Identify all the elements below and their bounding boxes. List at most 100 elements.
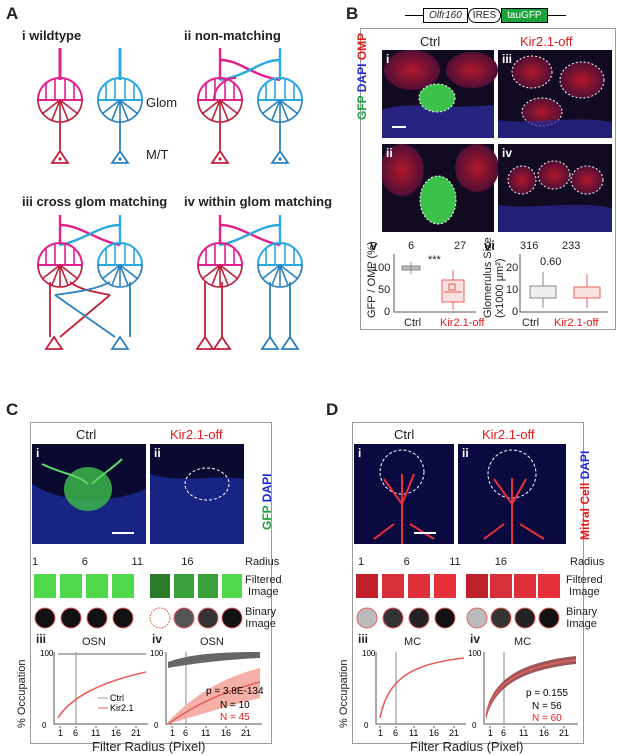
c-iii-title: OSN: [82, 636, 106, 648]
svg-text:1: 1: [378, 728, 383, 738]
b-vi-ytick-20: 20: [506, 262, 519, 274]
c-ylabel: % Occupation: [16, 659, 28, 728]
c-xlabel: Filter Radius (Pixel): [92, 739, 206, 754]
d-iv-n2: N = 60: [532, 713, 562, 724]
svg-text:21: 21: [559, 728, 569, 738]
svg-text:16: 16: [111, 728, 121, 738]
c-binary-label: Binary Image: [245, 606, 276, 630]
panel-c-stain-label: GFP DAPI: [260, 474, 274, 530]
c-radius-label: Radius: [245, 556, 280, 568]
panel-a-sub-ii: ii non-matching: [184, 28, 281, 43]
b-vi-ylabel: Glomerulus Size: [482, 237, 494, 318]
c-iii-label: iii: [36, 632, 47, 646]
panel-b-micrographs: [382, 50, 612, 232]
svg-text:21: 21: [131, 728, 141, 738]
c-radius-6: 6: [81, 556, 88, 568]
b-vi-ytick-0: 0: [512, 306, 519, 318]
c-binary-2: Image: [245, 618, 276, 630]
c-iv-title: OSN: [200, 636, 224, 648]
svg-text:1: 1: [58, 728, 63, 738]
svg-text:100: 100: [362, 649, 376, 658]
panel-d-micrographs: [354, 444, 566, 544]
panel-c-micrographs: [32, 444, 244, 544]
svg-text:11: 11: [519, 728, 528, 738]
d-iv-label: iv: [470, 632, 481, 646]
b-vi-label: vi: [484, 238, 495, 253]
svg-text:0: 0: [364, 721, 369, 730]
d-radius-11: 11: [449, 556, 461, 568]
b-vi-count-ctrl: 316: [520, 240, 539, 252]
d-mc-label: Mitral Cell: [578, 482, 592, 540]
b-vi-ylabel2: (x1000 μm²): [494, 258, 506, 318]
c-iii-legend-kir: Kir2.1: [110, 703, 134, 713]
img-label-d-i: i: [358, 446, 362, 460]
c-radius-1: 1: [32, 556, 39, 568]
c-dapi-label: DAPI: [260, 473, 274, 503]
panel-d-col-kir: Kir2.1-off: [482, 427, 535, 442]
svg-text:6: 6: [393, 728, 398, 738]
svg-text:16: 16: [429, 728, 439, 738]
d-dapi-label: DAPI: [578, 450, 592, 480]
b-v-x-ctrl: Ctrl: [404, 317, 422, 329]
d-iv-n1: N = 56: [532, 701, 562, 712]
img-label-b-ii: ii: [386, 146, 393, 160]
panel-c-label: C: [6, 400, 19, 419]
panel-d-stain-label: Mitral Cell DAPI: [578, 451, 592, 540]
d-filtered-2: Image: [569, 586, 600, 598]
c-radius-16: 16: [181, 556, 194, 568]
b-v-count-ctrl: 6: [408, 240, 415, 252]
panel-b-frame: [360, 28, 616, 330]
b-v-ytick-0: 0: [384, 306, 391, 318]
svg-text:6: 6: [183, 728, 188, 738]
panel-a-diagrams: [37, 48, 303, 296]
svg-text:0: 0: [472, 721, 477, 730]
panel-b-col-kir: Kir2.1-off: [520, 34, 573, 49]
svg-text:21: 21: [449, 728, 459, 738]
panel-b-col-ctrl: Ctrl: [420, 34, 441, 49]
d-iii-label: iii: [358, 632, 369, 646]
gfp-label: GFP: [355, 95, 369, 120]
d-binary-1: Binary: [566, 606, 598, 618]
d-filtered-strip: [356, 574, 560, 598]
b-v-plot: [393, 254, 476, 313]
svg-text:16: 16: [539, 728, 549, 738]
d-binary-label: Binary Image: [566, 606, 597, 630]
panel-a-bottom-cells: [44, 295, 300, 350]
c-gfp-label: GFP: [260, 505, 274, 530]
panel-a-label: A: [6, 4, 19, 23]
c-iv-label: iv: [152, 632, 163, 646]
d-iv-p: p = 0.155: [526, 688, 568, 699]
img-label-c-ii: ii: [154, 446, 161, 460]
construct-ires: IRES: [467, 8, 502, 23]
b-vi-x-kir: Kir2.1-off: [554, 317, 599, 329]
img-label-b-iv: iv: [502, 146, 513, 160]
b-v-ytick-100: 100: [372, 262, 391, 274]
panel-a-sub-iv: iv within glom matching: [184, 194, 333, 209]
c-iii-legend-ctrl: Ctrl: [110, 693, 124, 703]
svg-text:6: 6: [501, 728, 506, 738]
panel-d-label: D: [326, 400, 339, 419]
d-iv-title: MC: [514, 636, 532, 648]
d-radius-row: 1 6 11 16: [358, 556, 598, 568]
b-vi-plot: [519, 254, 608, 313]
svg-text:0: 0: [42, 721, 47, 730]
panel-a-sub-iii: iii cross glom matching: [22, 194, 168, 209]
d-ylabel: % Occupation: [338, 659, 350, 728]
c-filtered-1: Filtered: [245, 574, 282, 586]
mt-label: M/T: [146, 147, 169, 162]
b-v-sig: ***: [428, 254, 441, 266]
panel-d-col-ctrl: Ctrl: [394, 427, 415, 442]
c-iv-n2: N = 45: [220, 712, 250, 723]
c-binary-strip: [34, 607, 243, 629]
svg-text:1: 1: [170, 728, 175, 738]
svg-text:16: 16: [221, 728, 231, 738]
b-v-ylabel: GFP / OMP (%): [366, 241, 378, 318]
d-binary-2: Image: [566, 618, 597, 630]
b-vi-x-ctrl: Ctrl: [522, 317, 540, 329]
glom-label: Glom: [146, 95, 178, 110]
d-radius-label: Radius: [570, 556, 605, 568]
svg-text:11: 11: [409, 728, 418, 738]
img-label-b-i: i: [386, 52, 390, 66]
panel-c-col-kir: Kir2.1-off: [170, 427, 223, 442]
d-filtered-label: Filtered Image: [566, 574, 603, 598]
